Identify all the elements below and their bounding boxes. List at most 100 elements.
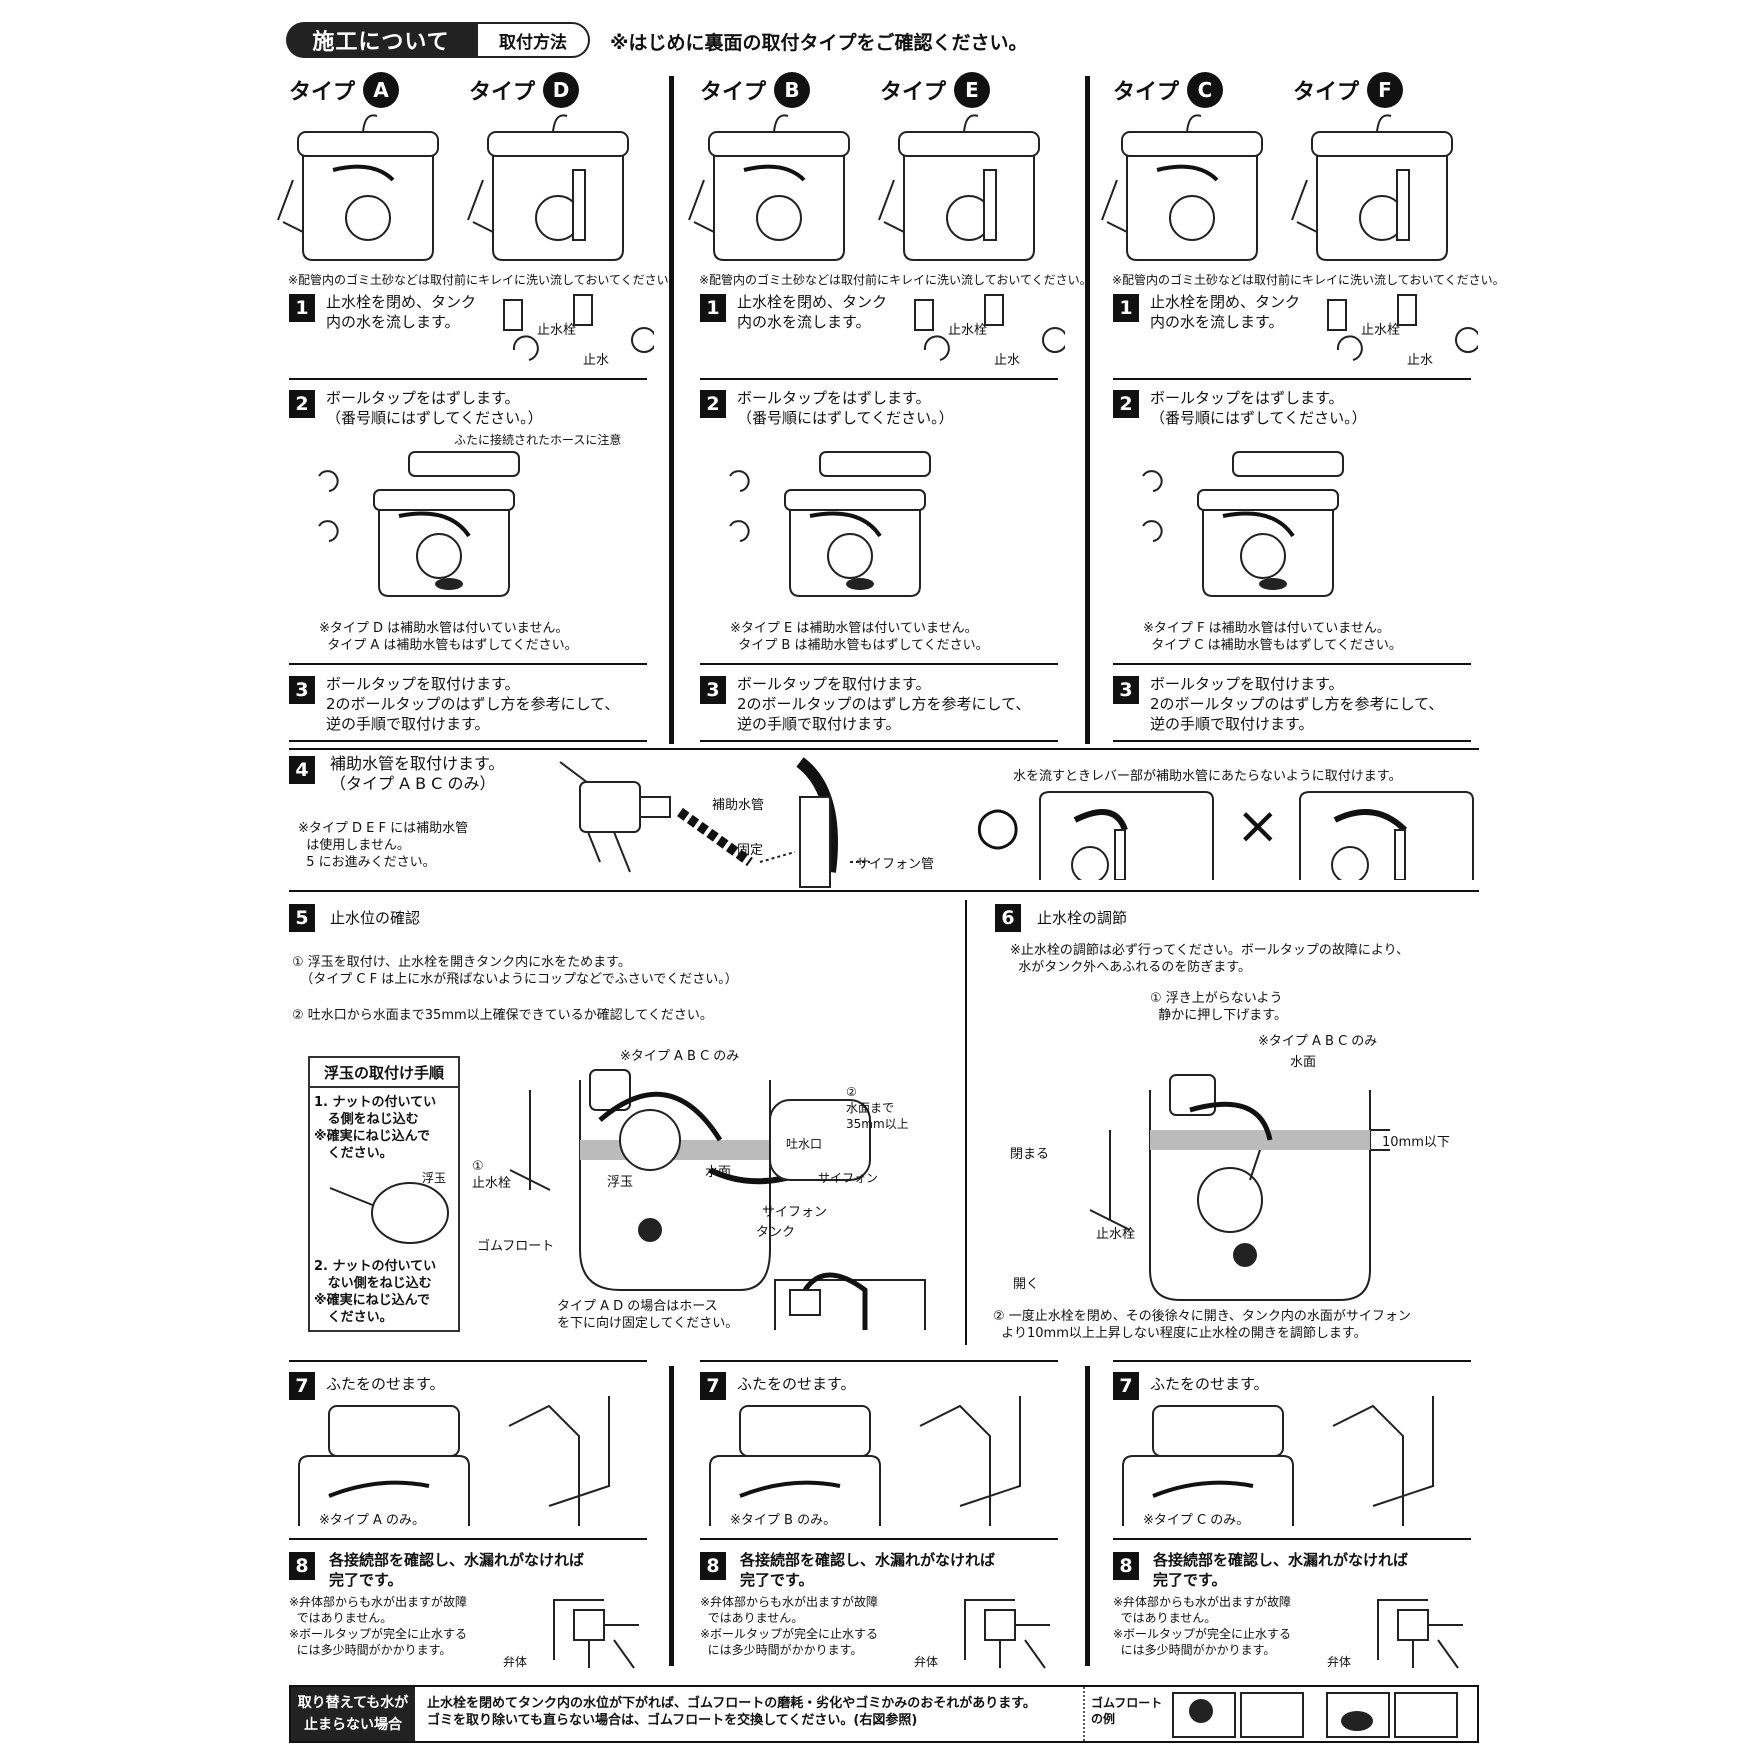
- step-number: 6: [995, 904, 1021, 932]
- divider: [289, 663, 647, 665]
- label-siphon-pipe: サイフォン管: [856, 857, 935, 872]
- float-box-step2: 2. ナットの付いてい ない側をねじ込む ※確実にねじ込んで ください。: [314, 1259, 437, 1325]
- step7-note: ※タイプ B のみ。: [730, 1513, 837, 1528]
- column-divider: [965, 900, 967, 1345]
- step7-note: ※タイプ A のみ。: [319, 1513, 426, 1528]
- step4-illustration: [559, 757, 870, 888]
- step7-illustration: [1122, 1396, 1434, 1526]
- float-ball-icon: [329, 1182, 449, 1244]
- ng-mark: ×: [1236, 796, 1280, 856]
- label-valve-body: 弁体: [1327, 1655, 1352, 1669]
- step1-text: 止水栓を閉め、タンク 内の水を流します。: [737, 293, 888, 331]
- label-valve-body: 弁体: [914, 1655, 939, 1669]
- step-number: 7: [700, 1372, 726, 1400]
- column-divider: [669, 76, 674, 744]
- step-number: 1: [289, 294, 315, 322]
- step4-note: ※タイプ D E F には補助水管 は使用しません。 5 にお進みください。: [298, 821, 469, 870]
- label-rubber-float: ゴムフロート: [477, 1239, 555, 1254]
- step3-text: ボールタップを取付けます。 2のボールタップのはずし方を参考にして、 逆の手順で…: [1150, 675, 1444, 733]
- step3-text: ボールタップを取付けます。 2のボールタップのはずし方を参考にして、 逆の手順で…: [326, 675, 620, 733]
- divider: [700, 378, 1058, 380]
- column-divider: [1085, 76, 1090, 744]
- toilet-tank-illustration: [688, 114, 1040, 261]
- divider: [289, 748, 1479, 750]
- rubber-float-example: ゴムフロート の例: [1091, 1696, 1163, 1726]
- type-letter-badge: A: [363, 72, 400, 108]
- section-subtitle: 取付方法: [476, 22, 590, 58]
- type-label: タイプ F: [1293, 72, 1404, 108]
- type-label: タイプ A: [289, 72, 400, 108]
- note-top: ※配管内のゴミ土砂などは取付前にキレイに洗い流しておいてください。: [288, 273, 681, 287]
- label-valve: 止水栓: [1361, 323, 1401, 338]
- step2-text: ボールタップをはずします。 （番号順にはずしてください。）: [326, 389, 543, 427]
- type-letter-badge: E: [954, 72, 991, 108]
- rubber-float-examples: [1172, 1692, 1458, 1738]
- divider: [1113, 740, 1471, 742]
- ng-illustration: [1299, 791, 1474, 880]
- label-water-surface: 水面: [705, 1165, 732, 1180]
- divider: [289, 378, 647, 380]
- column-divider: [1085, 1366, 1090, 1666]
- label-tank: タンク: [756, 1225, 796, 1240]
- step7-note: ※タイプ C のみ。: [1143, 1513, 1250, 1528]
- step6-title: 止水栓の調節: [1037, 909, 1128, 927]
- step8-note: ※弁体部からも水が出ますが故障 ではありません。 ※ボールタップが完全に止水する…: [289, 1595, 468, 1657]
- valve-body-illustration: [553, 1599, 639, 1669]
- label-types-abc-6: ※タイプ A B C のみ: [1258, 1034, 1378, 1049]
- valve-illustration: [1327, 294, 1478, 361]
- divider: [289, 740, 647, 742]
- valve-illustration: [914, 294, 1065, 361]
- label-fix: 固定: [737, 843, 764, 858]
- step3-text: ボールタップを取付けます。 2のボールタップのはずし方を参考にして、 逆の手順で…: [737, 675, 1031, 733]
- label-valve-6: 止水栓: [1096, 1227, 1136, 1242]
- note-top: ※配管内のゴミ土砂などは取付前にキレイに洗い流しておいてください。: [699, 273, 1092, 287]
- step5-line2: ② 吐水口から水面まで35mm以上確保できているか確認してください。: [292, 1008, 713, 1023]
- label-valve: 止水栓: [537, 323, 577, 338]
- step2-note: ※タイプ E は補助水管は付いていません。 タイプ B は補助水管もはずしてくだ…: [730, 621, 989, 653]
- type-letter-badge: C: [1187, 72, 1224, 108]
- float-label: 浮玉: [422, 1171, 447, 1185]
- label-siphon2: サイフォン: [818, 1171, 879, 1185]
- step1-text: 止水栓を閉め、タンク 内の水を流します。: [326, 293, 477, 331]
- step7-text: ふたをのせます。: [737, 1375, 856, 1393]
- label-35mm: ② 水面まで 35mm以上: [846, 1085, 909, 1131]
- step6-line2: ② 一度止水栓を閉め、その後徐々に開き、タンク内の水面がサイフォン より10mm…: [993, 1309, 1411, 1341]
- label-water-6: 水面: [1290, 1055, 1317, 1070]
- step-number: 1: [1113, 294, 1139, 322]
- column-divider: [669, 1366, 674, 1666]
- hose-note: タイプ A D の場合はホース を下に向け固定してください。: [557, 1299, 739, 1331]
- label-valve-body: 弁体: [503, 1655, 528, 1669]
- float-box-title: 浮玉の取付け手順: [310, 1058, 458, 1088]
- step7-illustration: [709, 1396, 1021, 1526]
- step-number: 4: [289, 756, 315, 784]
- float-install-box: 浮玉の取付け手順 1. ナットの付いてい る側をねじ込む ※確実にねじ込んで く…: [308, 1056, 460, 1332]
- divider: [700, 663, 1058, 665]
- toilet-tank-illustration: [1101, 114, 1453, 261]
- step-number: 2: [700, 390, 726, 418]
- divider: [700, 1360, 1058, 1362]
- label-stop: 止水: [994, 353, 1021, 368]
- label-press: ① 浮き上がらないよう 静かに押し下げます。: [1150, 991, 1287, 1023]
- step8-note: ※弁体部からも水が出ますが故障 ではありません。 ※ボールタップが完全に止水する…: [1113, 1595, 1292, 1657]
- type-letter-badge: B: [774, 72, 811, 108]
- type-label: タイプ D: [469, 72, 580, 108]
- step4-title: 補助水管を取付けます。 （タイプ A B C のみ）: [330, 754, 505, 793]
- divider: [289, 890, 1479, 892]
- note-top: ※配管内のゴミ土砂などは取付前にキレイに洗い流しておいてください。: [1112, 273, 1505, 287]
- label-valve: ① 止水栓: [472, 1159, 512, 1191]
- step8-text: 各接続部を確認し、水漏れがなければ 完了です。: [740, 1551, 996, 1589]
- step2-caution: ふたに接続されたホースに注意: [454, 433, 622, 447]
- divider: [289, 1360, 647, 1362]
- divider: [289, 1538, 647, 1540]
- hose-illustration: [774, 1272, 926, 1330]
- divider: [1113, 1538, 1471, 1540]
- label-aux-pipe: 補助水管: [712, 798, 765, 813]
- step2-text: ボールタップをはずします。 （番号順にはずしてください。）: [1150, 389, 1367, 427]
- section-title: 施工について: [286, 22, 476, 58]
- step8-note: ※弁体部からも水が出ますが故障 ではありません。 ※ボールタップが完全に止水する…: [700, 1595, 879, 1657]
- divider: [700, 740, 1058, 742]
- step7-illustration: [298, 1396, 610, 1526]
- trouble-label: 取り替えても水が 止まらない場合: [291, 1687, 415, 1741]
- divider: [1113, 1360, 1471, 1362]
- type-letter-badge: D: [543, 72, 580, 108]
